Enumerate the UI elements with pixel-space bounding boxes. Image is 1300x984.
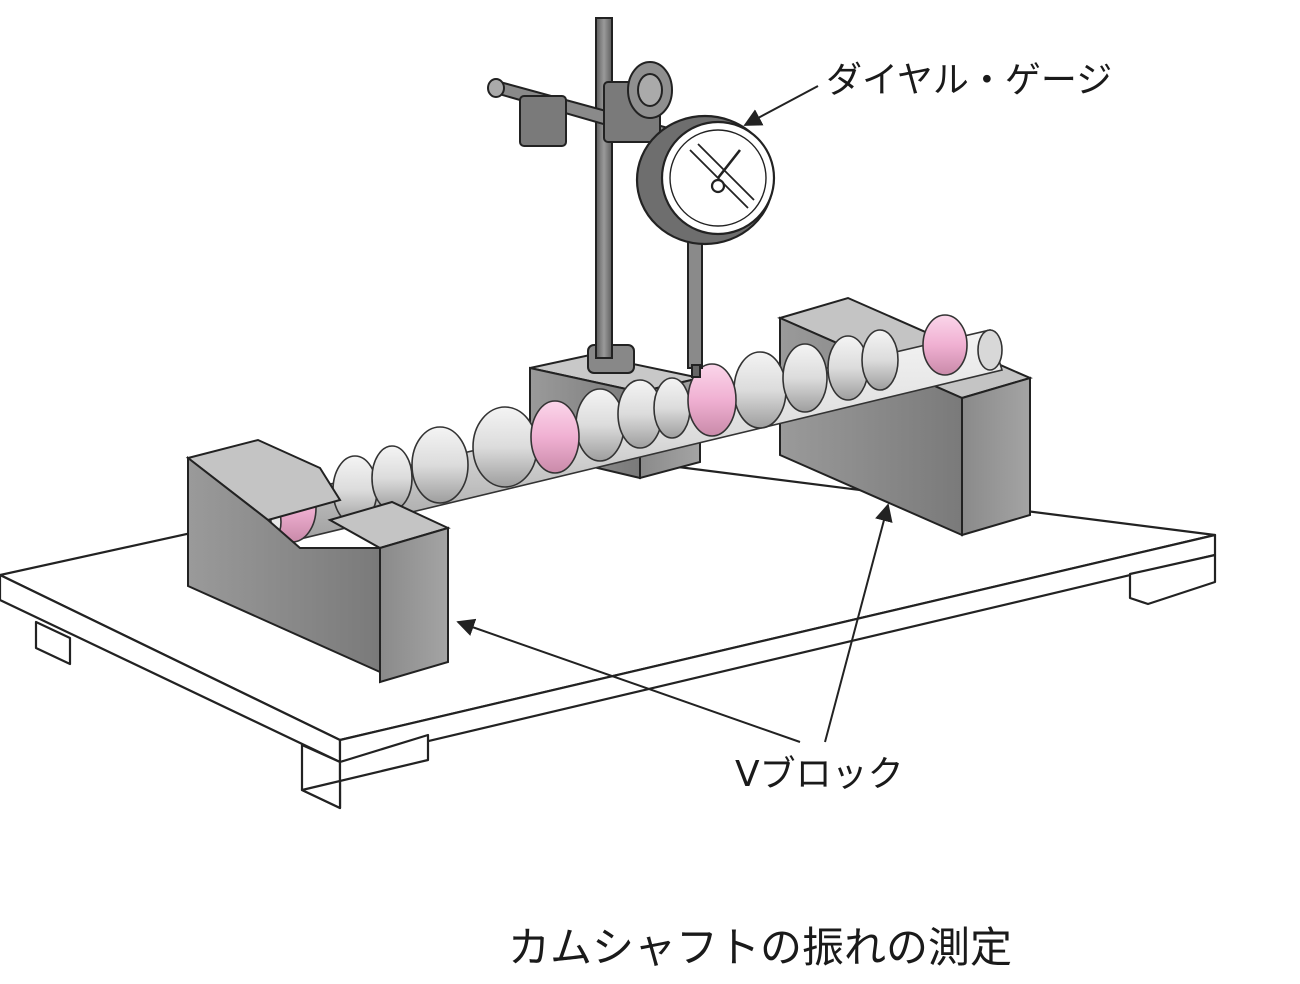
magnetic-stand xyxy=(487,17,703,378)
dial-gauge-label: ダイヤル・ゲージ xyxy=(826,60,1112,101)
v-block-leader-right xyxy=(824,503,893,743)
caption: カムシャフトの振れの測定 xyxy=(508,923,1012,972)
camshaft xyxy=(248,314,1004,546)
v-block-leader-left xyxy=(456,618,801,743)
dial-gauge-leader xyxy=(743,85,819,126)
surface-plate xyxy=(0,450,1217,810)
v-block-label: Vブロック xyxy=(735,754,904,795)
dial-gauge-icon xyxy=(635,114,776,246)
v-block-left xyxy=(185,438,451,684)
leader-lines xyxy=(456,85,893,743)
